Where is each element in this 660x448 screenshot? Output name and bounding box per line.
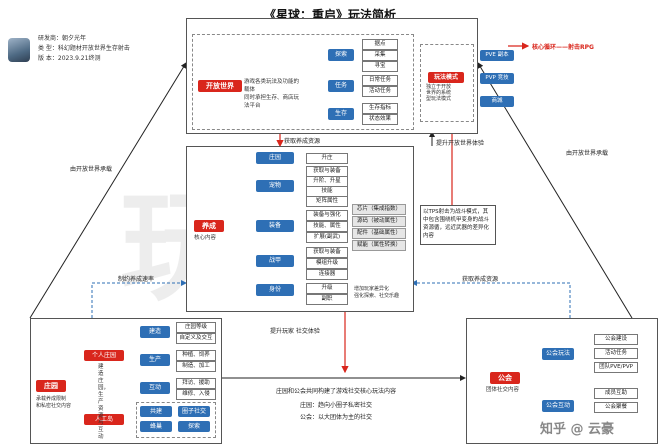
guild-interact-item-1: 公会聚餐 bbox=[594, 402, 638, 413]
guild-play-node: 公会玩法 bbox=[542, 348, 574, 360]
build-item-0: 庄园等级 bbox=[176, 322, 216, 333]
gray-item-1: 源码（被动属性） bbox=[352, 216, 406, 227]
play-mode-node: 玩法模式 bbox=[428, 72, 464, 83]
gray-item-3: 赋能（属性转换） bbox=[352, 240, 406, 251]
cat-mecha: 战甲 bbox=[256, 255, 294, 267]
guild-node: 公会 bbox=[490, 372, 520, 384]
guild-desc: 团体社交内容 bbox=[486, 387, 520, 393]
cat-manor: 庄园 bbox=[256, 152, 294, 164]
manor-node: 庄园 bbox=[36, 380, 66, 392]
carry-left-label: 由开放世界承载 bbox=[70, 166, 113, 173]
cat-pet-item-3: 矩阵属性 bbox=[306, 196, 348, 207]
play-item-2: 商城 bbox=[480, 96, 514, 107]
task-item-0: 日常任务 bbox=[362, 75, 398, 86]
explore-node: 探索 bbox=[328, 49, 354, 61]
cat-mecha-item-0: 获取与装备 bbox=[306, 247, 348, 258]
manor-desc: 承载养成限制 和私密社交内容 bbox=[36, 396, 72, 409]
survive-item-1: 状态效果 bbox=[362, 114, 398, 125]
meta-line-3: 版 本：2023.9.21终测 bbox=[38, 55, 101, 62]
cat-identity-item-1: 副职 bbox=[306, 294, 348, 305]
guild-interact-item-0: 成员互助 bbox=[594, 388, 638, 399]
explore-item-2: 寻宝 bbox=[362, 61, 398, 72]
survive-item-0: 生存指标 bbox=[362, 103, 398, 114]
mid-bottom-note: 增加玩家差异化 强化探索、社交乐趣 bbox=[354, 286, 400, 299]
brand-watermark: 知乎 @ 云豪 bbox=[540, 422, 615, 437]
cat-mecha-item-2: 连接器 bbox=[306, 269, 348, 280]
survive-node: 生存 bbox=[328, 108, 354, 120]
play-item-1: PVP 竞技 bbox=[480, 73, 514, 84]
interact-item-0: 拜访、援助 bbox=[176, 378, 216, 389]
play-item-0: PVE 副本 bbox=[480, 50, 514, 61]
produce-node: 生产 bbox=[140, 354, 170, 366]
cat-mecha-item-1: 模组升级 bbox=[306, 258, 348, 269]
bottom-line-1: 庄园和公会共同构建了游戏社交核心玩法内容 bbox=[275, 388, 396, 395]
carry-right-label: 由开放世界承载 bbox=[566, 150, 609, 157]
open-world-desc: 游戏各类玩法及功能的载体 同时承担生存、商店玩法平台 bbox=[244, 79, 300, 109]
open-world-node: 开放世界 bbox=[198, 80, 242, 92]
ai-island-node: 人工岛 bbox=[84, 414, 124, 425]
gray-item-2: 配件（基础属性） bbox=[352, 228, 406, 239]
task-node: 任务 bbox=[328, 80, 354, 92]
island-item-2: 蜂巢 bbox=[140, 421, 172, 432]
play-mode-frame bbox=[420, 44, 474, 122]
social-label: 提升玩家 社交体验 bbox=[270, 328, 320, 335]
task-item-1: 活动任务 bbox=[362, 86, 398, 97]
build-item-1: 自定义及交互 bbox=[176, 333, 216, 344]
cat-equip-item-0: 装备与强化 bbox=[306, 210, 348, 221]
manor-vertical-note: 建造庄园，生产资源与互动 bbox=[98, 364, 110, 440]
core-loop-label: 核心循环——射击RPG bbox=[532, 44, 594, 51]
meta-line-2: 类 型：科幻题材开放世界生存射击 bbox=[38, 45, 130, 52]
cat-manor-item-0: 升庄 bbox=[306, 153, 348, 164]
bottom-line-3: 公会：以大团体为主的社交 bbox=[299, 414, 372, 421]
develop-node: 养成 bbox=[194, 220, 224, 232]
get-resource-label: 获取养成资源 bbox=[284, 138, 321, 145]
guild-play-item-0: 公会建设 bbox=[594, 334, 638, 345]
guild-play-item-2: 团队PVE/PVP bbox=[594, 362, 638, 373]
personal-manor-node: 个人庄园 bbox=[84, 350, 124, 361]
island-item-1: 圈子社交 bbox=[178, 406, 210, 417]
explore-item-0: 据点 bbox=[362, 39, 398, 50]
cat-identity: 身份 bbox=[256, 284, 294, 296]
island-item-0: 共建 bbox=[140, 406, 172, 417]
gray-item-0: 芯片（集成指数） bbox=[352, 204, 406, 215]
exp-label: 提升开放世界体验 bbox=[436, 140, 485, 147]
island-item-3: 探索 bbox=[178, 421, 210, 432]
produce-item-1: 制造、加工 bbox=[176, 361, 216, 372]
play-mode-desc: 独立于开放 世界的系统 型玩法模式 bbox=[426, 84, 452, 102]
get-res-label: 获取养成资源 bbox=[462, 276, 499, 283]
guild-interact-node: 公会互动 bbox=[542, 400, 574, 412]
cat-equip-item-2: 扩展(副武) bbox=[306, 232, 348, 243]
meta-line-1: 研发商：朝夕光年 bbox=[38, 35, 87, 42]
build-node: 建造 bbox=[140, 326, 170, 338]
cat-identity-item-0: 升级 bbox=[306, 283, 348, 294]
explore-item-1: 采集 bbox=[362, 50, 398, 61]
produce-item-0: 种植、饲养 bbox=[176, 350, 216, 361]
interact-item-1: 维修、入侵 bbox=[176, 389, 216, 400]
develop-sub: 核心内容 bbox=[194, 235, 217, 241]
cat-pet: 宠物 bbox=[256, 180, 294, 192]
island-frame bbox=[136, 402, 216, 438]
tps-note: 以TPS射击为战斗模式，其中包含围绕机甲变身的战斗资源循，远近武器的差异化内容 bbox=[420, 205, 496, 245]
rate-label: 制约养成速率 bbox=[118, 276, 155, 283]
open-world-frame bbox=[192, 34, 414, 130]
bottom-line-2: 庄园：趋向小圈子私密社交 bbox=[299, 402, 372, 409]
cat-equip: 装备 bbox=[256, 220, 294, 232]
guild-play-item-1: 活动任务 bbox=[594, 348, 638, 359]
cat-equip-item-1: 技能、属性 bbox=[306, 221, 348, 232]
interact-node: 互动 bbox=[140, 382, 170, 394]
game-avatar-icon bbox=[8, 38, 30, 62]
